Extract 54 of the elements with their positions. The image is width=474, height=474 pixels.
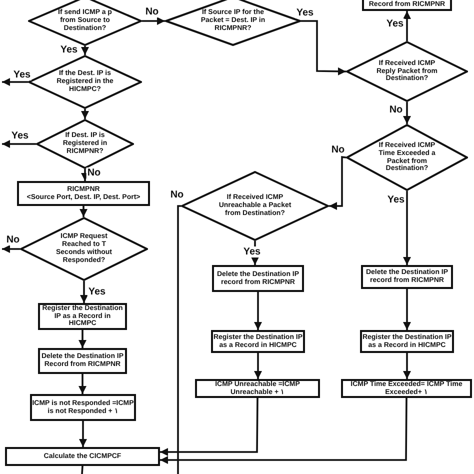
arrow	[402, 289, 412, 330]
decision-diamond	[346, 41, 468, 102]
arrow	[254, 353, 262, 379]
arrow	[402, 11, 412, 41]
decision-diamond	[20, 217, 148, 281]
edge-label: No	[144, 6, 160, 18]
process-box	[30, 394, 136, 421]
arrow	[250, 241, 260, 265]
edge-label: Yes	[12, 70, 32, 80]
connector-line	[81, 466, 84, 474]
process-box	[211, 330, 305, 353]
process-box	[360, 330, 454, 353]
edge-label: Yes	[295, 8, 315, 18]
edge-label: Yes	[242, 246, 262, 258]
edge-label: No	[330, 144, 346, 156]
arrow	[2, 78, 28, 86]
edge-label: No	[169, 190, 185, 200]
arrow	[402, 191, 412, 265]
process-box	[361, 265, 453, 289]
decision-diamond	[28, 0, 142, 46]
arrow	[78, 421, 88, 447]
process-box	[195, 379, 320, 398]
arrow	[160, 398, 258, 456]
arrow	[142, 16, 165, 26]
arrow	[254, 292, 262, 330]
process-box	[341, 379, 472, 398]
arrow	[2, 244, 20, 254]
process-box	[38, 348, 127, 374]
arrow	[78, 374, 87, 394]
edge-label: Yes	[386, 194, 406, 206]
arrow	[80, 46, 90, 55]
arrow	[160, 398, 408, 464]
edge-label: No	[86, 168, 102, 178]
edge-label: No	[388, 104, 404, 116]
connector-line	[177, 205, 181, 474]
decision-diamond	[36, 119, 134, 169]
arrow	[2, 140, 36, 148]
edge-label: Yes	[59, 44, 79, 56]
process-box	[5, 447, 160, 466]
arrow	[402, 102, 412, 124]
arrow	[78, 330, 87, 348]
arrow	[79, 206, 88, 217]
arrow	[80, 109, 90, 119]
process-box	[212, 265, 304, 292]
edge-label: Yes	[87, 286, 107, 298]
process-box	[17, 181, 150, 206]
edge-label: Yes	[10, 130, 30, 142]
arrow	[301, 20, 346, 76]
arrow	[402, 353, 412, 379]
decision-diamond	[346, 124, 468, 191]
arrow	[329, 156, 346, 210]
arrow	[80, 281, 88, 303]
edge-label: No	[5, 234, 21, 246]
edge-label: Yes	[385, 18, 405, 30]
